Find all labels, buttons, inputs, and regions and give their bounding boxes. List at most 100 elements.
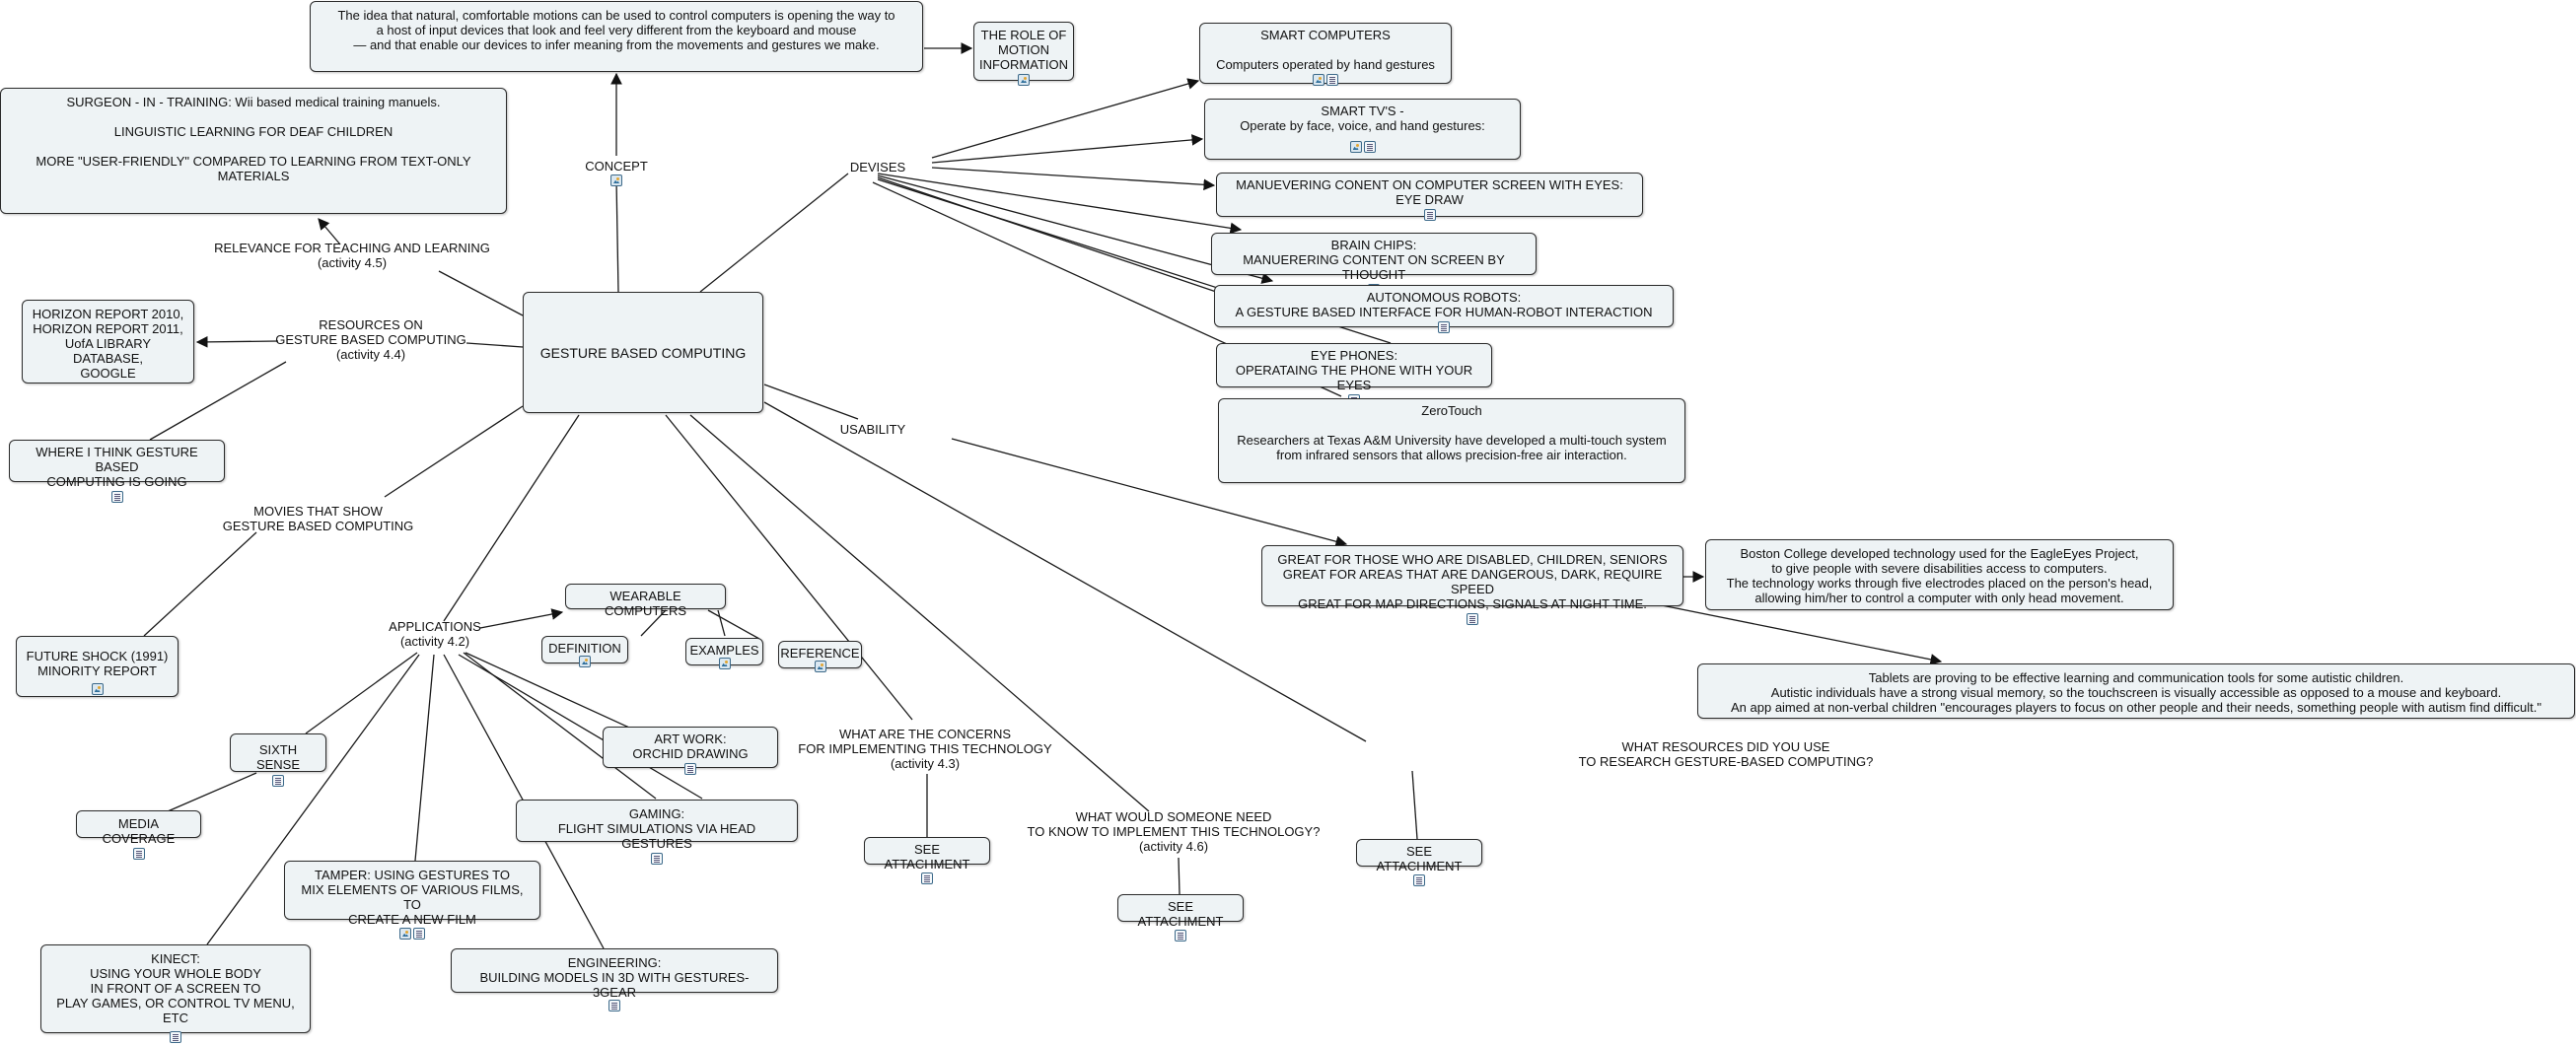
- node-horizon-report[interactable]: HORIZON REPORT 2010, HORIZON REPORT 2011…: [22, 300, 194, 384]
- document-icon[interactable]: [1413, 874, 1425, 886]
- node-role-of-motion[interactable]: THE ROLE OF MOTION INFORMATION: [973, 22, 1074, 86]
- node-text: The idea that natural, comfortable motio…: [337, 8, 895, 52]
- document-icon[interactable]: [921, 872, 933, 884]
- document-icon[interactable]: [1363, 141, 1376, 153]
- node-text: GAMING: FLIGHT SIMULATIONS VIA HEAD GEST…: [557, 806, 756, 851]
- node-text: SIXTH SENSE: [255, 742, 301, 772]
- node-see-attachment-need[interactable]: SEE ATTACHMENT: [1117, 894, 1244, 941]
- node-tablets[interactable]: Tablets are proving to be effective lear…: [1697, 663, 2575, 719]
- document-icon[interactable]: [170, 1031, 181, 1043]
- image-icon[interactable]: [718, 658, 731, 669]
- label-text: RELEVANCE FOR TEACHING AND LEARNING (act…: [214, 241, 490, 270]
- image-icon[interactable]: [579, 656, 591, 667]
- node-sixth-sense[interactable]: SIXTH SENSE: [230, 733, 326, 787]
- link-movies-future: [143, 531, 257, 637]
- node-concept-description[interactable]: The idea that natural, comfortable motio…: [310, 1, 923, 72]
- node-text: DEFINITION: [548, 641, 621, 656]
- label-devises[interactable]: DEVISES: [843, 160, 912, 174]
- link-wearable-ref: [707, 609, 760, 640]
- node-future-shock[interactable]: FUTURE SHOCK (1991) MINORITY REPORT: [16, 636, 179, 697]
- node-text: AUTONOMOUS ROBOTS: A GESTURE BASED INTER…: [1235, 290, 1653, 319]
- document-icon[interactable]: [110, 491, 123, 503]
- link-app-art: [465, 652, 630, 729]
- node-eye-draw[interactable]: MANUEVERING CONENT ON COMPUTER SCREEN WI…: [1216, 173, 1643, 221]
- node-reference[interactable]: REFERENCE: [778, 641, 862, 672]
- node-text: KINECT: USING YOUR WHOLE BODY IN FRONT O…: [56, 951, 295, 1025]
- document-icon[interactable]: [651, 853, 663, 865]
- node-text: EYE PHONES: OPERATAING THE PHONE WITH YO…: [1235, 348, 1473, 392]
- image-icon[interactable]: [610, 174, 622, 186]
- node-gaming[interactable]: GAMING: FLIGHT SIMULATIONS VIA HEAD GEST…: [516, 800, 798, 865]
- link-devises-smartcomp: [931, 78, 1200, 159]
- label-relevance[interactable]: RELEVANCE FOR TEACHING AND LEARNING (act…: [207, 241, 497, 270]
- label-concerns[interactable]: WHAT ARE THE CONCERNS FOR IMPLEMENTING T…: [797, 727, 1053, 771]
- node-where-going[interactable]: WHERE I THINK GESTURE BASED COMPUTING IS…: [9, 440, 225, 503]
- label-text: WHAT ARE THE CONCERNS FOR IMPLEMENTING T…: [798, 727, 1052, 771]
- document-icon[interactable]: [1326, 74, 1338, 86]
- image-icon[interactable]: [91, 683, 104, 695]
- label-usability[interactable]: USABILITY: [833, 422, 912, 437]
- node-zerotouch[interactable]: ZeroTouch Researchers at Texas A&M Unive…: [1218, 398, 1685, 483]
- document-icon[interactable]: [413, 928, 425, 940]
- node-eye-phones[interactable]: EYE PHONES: OPERATAING THE PHONE WITH YO…: [1216, 343, 1492, 406]
- image-icon[interactable]: [1313, 74, 1324, 86]
- label-text: MOVIES THAT SHOW GESTURE BASED COMPUTING: [222, 504, 414, 533]
- document-icon[interactable]: [608, 1000, 620, 1011]
- node-boston-college[interactable]: Boston College developed technology used…: [1705, 539, 2174, 610]
- link-center-resused: [763, 401, 1367, 742]
- node-text: ART WORK: ORCHID DRAWING: [632, 732, 749, 761]
- link-devises-smarttv: [931, 134, 1204, 164]
- label-text: APPLICATIONS (activity 4.2): [389, 619, 481, 649]
- node-brain-chips[interactable]: BRAIN CHIPS: MANUERERING CONTENT ON SCRE…: [1211, 233, 1537, 296]
- node-definition[interactable]: DEFINITION: [541, 636, 628, 667]
- node-see-attachment-resources[interactable]: SEE ATTACHMENT: [1356, 839, 1482, 886]
- node-autonomous-robots[interactable]: AUTONOMOUS ROBOTS: A GESTURE BASED INTER…: [1214, 285, 1674, 333]
- node-great-for[interactable]: GREAT FOR THOSE WHO ARE DISABLED, CHILDR…: [1261, 545, 1683, 625]
- image-icon[interactable]: [1349, 141, 1362, 153]
- label-need-to-know[interactable]: WHAT WOULD SOMEONE NEED TO KNOW TO IMPLE…: [1026, 809, 1322, 854]
- node-gesture-based-computing[interactable]: GESTURE BASED COMPUTING: [523, 292, 763, 413]
- link-center-concept: [615, 178, 619, 293]
- document-icon[interactable]: [272, 775, 284, 787]
- node-engineering[interactable]: ENGINEERING: BUILDING MODELS IN 3D WITH …: [451, 948, 778, 1011]
- document-icon[interactable]: [1423, 209, 1436, 221]
- link-center-usability: [763, 384, 859, 420]
- node-smart-computers[interactable]: SMART COMPUTERS Computers operated by ha…: [1199, 23, 1452, 86]
- label-text: DEVISES: [849, 160, 906, 174]
- node-wearable-computers[interactable]: WEARABLE COMPUTERS: [565, 584, 726, 618]
- node-surgeon-in-training[interactable]: SURGEON - IN - TRAINING: Wii based medic…: [0, 88, 507, 214]
- node-text: SEE ATTACHMENT: [1376, 844, 1463, 873]
- link-center-resources: [465, 342, 524, 348]
- document-icon[interactable]: [684, 763, 696, 775]
- link-resources-horizon: [195, 336, 279, 348]
- document-icon[interactable]: [1175, 930, 1186, 941]
- node-kinect[interactable]: KINECT: USING YOUR WHOLE BODY IN FRONT O…: [40, 944, 311, 1043]
- link-relevance-surgeon: [318, 218, 341, 245]
- node-text: GREAT FOR THOSE WHO ARE DISABLED, CHILDR…: [1277, 552, 1668, 611]
- node-see-attachment-concerns[interactable]: SEE ATTACHMENT: [864, 837, 990, 884]
- document-icon[interactable]: [1438, 321, 1450, 333]
- node-art-work[interactable]: ART WORK: ORCHID DRAWING: [603, 727, 778, 775]
- node-examples[interactable]: EXAMPLES: [685, 638, 763, 669]
- label-resources[interactable]: RESOURCES ON GESTURE BASED COMPUTING (ac…: [227, 317, 515, 362]
- node-smart-tvs[interactable]: SMART TV'S - Operate by face, voice, and…: [1204, 99, 1521, 160]
- node-tamper[interactable]: TAMPER: USING GESTURES TO MIX ELEMENTS O…: [284, 861, 540, 940]
- node-text: SEE ATTACHMENT: [1137, 899, 1224, 929]
- document-icon[interactable]: [1467, 613, 1478, 625]
- label-text: WHAT WOULD SOMEONE NEED TO KNOW TO IMPLE…: [1027, 809, 1321, 854]
- link-center-need: [689, 414, 1150, 812]
- label-applications[interactable]: APPLICATIONS (activity 4.2): [380, 619, 490, 649]
- label-resources-question[interactable]: WHAT RESOURCES DID YOU USE TO RESEARCH G…: [1578, 739, 1874, 769]
- document-icon[interactable]: [132, 848, 145, 860]
- link-center-relevance: [438, 270, 524, 316]
- label-movies[interactable]: MOVIES THAT SHOW GESTURE BASED COMPUTING: [207, 504, 429, 533]
- image-icon[interactable]: [1018, 74, 1030, 86]
- link-app-sixth: [305, 652, 418, 734]
- image-icon[interactable]: [399, 928, 411, 940]
- link-app-kinect: [206, 654, 420, 945]
- link-center-applications: [443, 414, 580, 622]
- label-concept[interactable]: CONCEPT: [577, 159, 656, 186]
- image-icon[interactable]: [814, 661, 826, 672]
- node-media-coverage[interactable]: MEDIA COVERAGE: [76, 810, 201, 860]
